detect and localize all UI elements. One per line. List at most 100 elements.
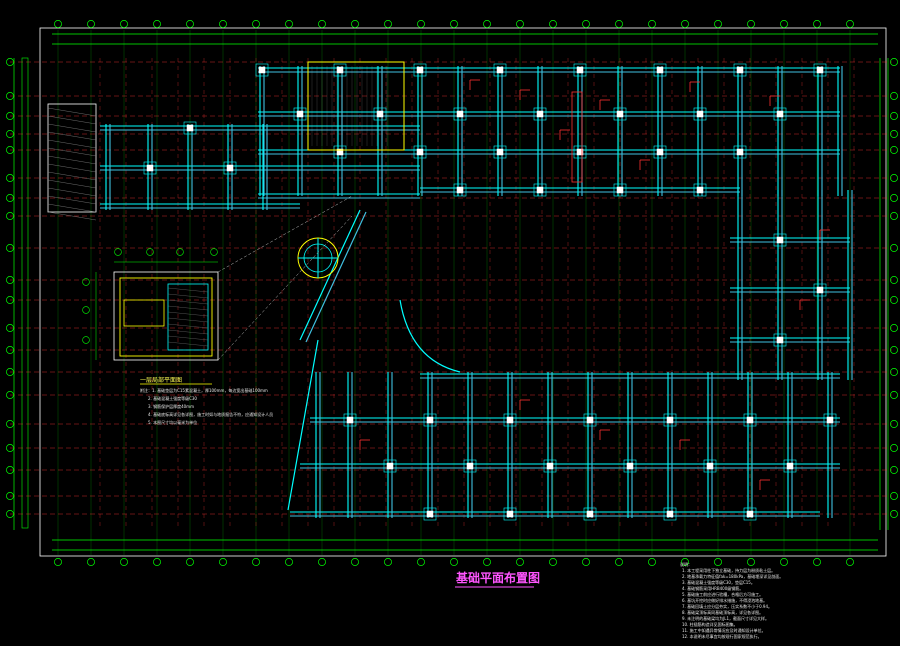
axis-bubble: [54, 20, 62, 28]
block-hatch: [47, 123, 97, 133]
column-mark: [656, 66, 664, 74]
axis-bubble: [890, 420, 898, 428]
drawing-border: [21, 27, 887, 557]
block-hatch: [47, 131, 97, 141]
column-mark: [696, 186, 704, 194]
axis-bubble: [6, 492, 14, 500]
footing-outline: [183, 121, 197, 135]
general-note-line: 2. 地基承载力特征值fak=180kPa，基础埋深详见剖面。: [682, 573, 783, 579]
block-hatch: [47, 163, 97, 173]
inset-note-line: 2. 基础混凝土强度等级C30: [148, 395, 197, 401]
axis-bubble: [747, 558, 755, 566]
inset-outline: [119, 277, 213, 357]
inset-detail-plan: [82, 195, 353, 385]
footing-outline: [143, 161, 157, 175]
inset-hatch: [167, 299, 209, 305]
axis-bubble: [285, 20, 293, 28]
axis-bubble: [417, 20, 425, 28]
footing-outline: [503, 507, 517, 521]
axis-bubble: [384, 20, 392, 28]
block-hatch: [47, 203, 97, 213]
column-mark: [416, 148, 424, 156]
axis-bubble: [186, 20, 194, 28]
footing-outline: [823, 413, 837, 427]
axis-bubble: [186, 558, 194, 566]
column-mark: [386, 462, 394, 470]
inset-hatch: [167, 341, 209, 347]
general-note-line: 10. 柱插筋构造详见国标图集。: [682, 621, 738, 627]
column-mark: [586, 416, 594, 424]
footing-outline: [653, 145, 667, 159]
axis-bubble: [890, 58, 898, 66]
column-mark: [706, 462, 714, 470]
axis-bubble: [318, 558, 326, 566]
general-note-line: 7. 基础回填土应分层夯实，压实系数不小于0.94。: [682, 603, 772, 609]
column-mark: [576, 148, 584, 156]
axis-bubble: [87, 20, 95, 28]
column-mark: [816, 66, 824, 74]
general-note-line: 9. 未注明的基础梁均为JL1，截面尺寸详见大样。: [682, 615, 769, 621]
axis-bubble: [681, 20, 689, 28]
footing-outline: [743, 507, 757, 521]
inset-hatch: [167, 329, 209, 335]
axis-bubble: [890, 391, 898, 399]
axis-bubble: [219, 20, 227, 28]
axis-bubble: [6, 276, 14, 284]
axis-bubble: [87, 558, 95, 566]
inset-hatch: [167, 293, 209, 299]
axis-bubble: [516, 558, 524, 566]
footing-outline: [623, 459, 637, 473]
column-mark: [506, 416, 514, 424]
axis-bubble: [6, 146, 14, 154]
axis-bubble: [6, 112, 14, 120]
axis-bubble: [648, 20, 656, 28]
column-mark: [736, 148, 744, 156]
axis-bubble: [890, 368, 898, 376]
axis-bubble: [219, 558, 227, 566]
axis-bubble: [318, 20, 326, 28]
axis-bubble: [890, 466, 898, 474]
column-mark: [586, 510, 594, 518]
footing-outline: [783, 459, 797, 473]
axis-bubble: [890, 276, 898, 284]
column-mark: [146, 164, 154, 172]
footing-outline: [733, 63, 747, 77]
axis-bubble: [582, 558, 590, 566]
footing-outline: [413, 63, 427, 77]
inset-frame: [113, 271, 219, 361]
footing-outline: [813, 283, 827, 297]
column-mark: [666, 510, 674, 518]
footing-outline: [583, 413, 597, 427]
axis-bubble: [890, 92, 898, 100]
column-mark: [466, 462, 474, 470]
inset-note-line: 附注：1. 基础垫层为C15素混凝土，厚100mm，每边宽出基础100mm: [140, 387, 268, 393]
column-mark: [666, 416, 674, 424]
footing-outline: [743, 413, 757, 427]
footing-outline: [693, 183, 707, 197]
block-hatch: [47, 195, 97, 205]
block-hatch: [47, 171, 97, 181]
axis-bubble: [681, 558, 689, 566]
foundation-details: [47, 61, 837, 521]
footing-outline: [583, 507, 597, 521]
axis-bubble: [384, 558, 392, 566]
column-mark: [258, 66, 266, 74]
hatched-block: [47, 103, 97, 213]
column-mark: [776, 336, 784, 344]
axis-bubble: [813, 558, 821, 566]
axis-bubble: [153, 20, 161, 28]
axis-bubble: [82, 336, 90, 344]
column-mark: [626, 462, 634, 470]
column-mark: [426, 510, 434, 518]
axis-bubble: [890, 146, 898, 154]
axis-bubble: [890, 212, 898, 220]
column-mark: [496, 66, 504, 74]
footing-outline: [613, 183, 627, 197]
general-note-line: 1. 本工程采用柱下独立基础，持力层为粉质粘土层。: [682, 567, 775, 573]
beam-diagonal: [299, 209, 361, 341]
footing-outline: [383, 459, 397, 473]
footing-outline: [773, 107, 787, 121]
axis-bubble: [6, 130, 14, 138]
inset-note-line: 5. 本图尺寸均以毫米为单位: [148, 419, 197, 425]
general-notes: 说明： 1. 本工程采用柱下独立基础，持力层为粉质粘土层。 2. 地基承载力特征…: [680, 561, 783, 639]
